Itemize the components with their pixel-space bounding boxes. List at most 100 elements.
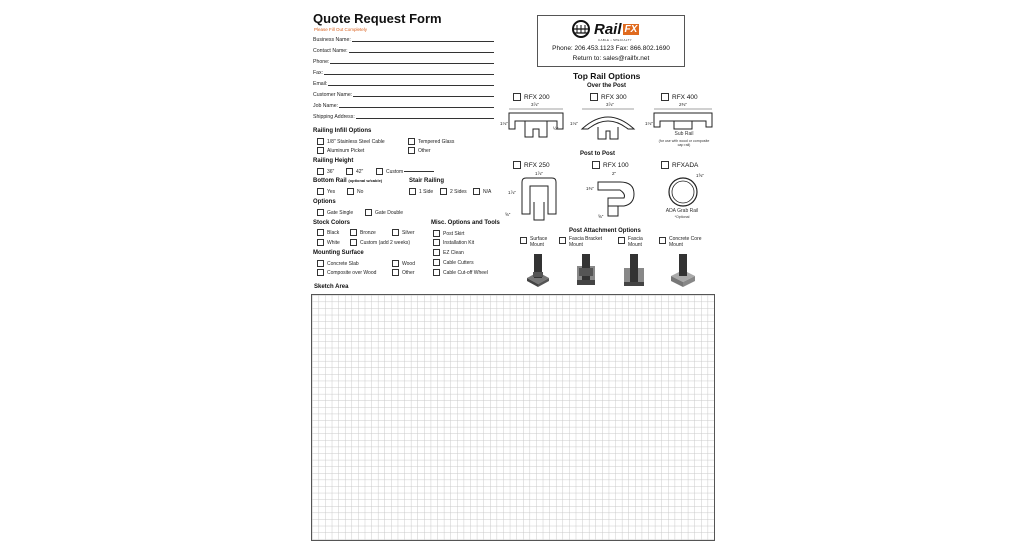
rfx200-height-dim: 1⅛" [500, 121, 508, 126]
mount-concrete-checkbox[interactable]: Concrete Slab [317, 260, 359, 267]
misc-ez-clean-checkbox[interactable]: EZ Clean [433, 249, 464, 256]
field-label: Contact Name: [313, 48, 348, 54]
surface-mount-illustration [527, 254, 549, 287]
height-custom-checkbox[interactable]: Custom [376, 168, 435, 175]
attach-concrete-core-checkbox[interactable]: Concrete Core Mount [659, 236, 713, 248]
bottom-rail-yes-checkbox[interactable]: Yes [317, 188, 335, 195]
rfx100-profile-drawing [597, 181, 635, 217]
rfx100-height-dim: 1⅜" [586, 186, 594, 191]
railfx-logo: Rail FX [570, 20, 640, 38]
color-bronze-checkbox[interactable]: Bronze [350, 229, 376, 236]
attach-fascia-checkbox[interactable]: Fascia Mount [618, 236, 650, 248]
field-label: Job Name: [313, 103, 339, 109]
sketch-grid[interactable] [311, 294, 715, 541]
company-phone: Phone: 206.453.1123 Fax: 866.802.1690 [552, 45, 670, 52]
stair-2sides-checkbox[interactable]: 2 Sides [440, 188, 467, 195]
color-black-checkbox[interactable]: Black [317, 229, 339, 236]
field-label: Business Name: [313, 37, 351, 43]
rail-rfxada-checkbox[interactable]: RFXADA [661, 161, 698, 169]
rail-rfx300-checkbox[interactable]: RFX 300 [590, 93, 627, 101]
options-heading: Options [313, 199, 336, 205]
form-subtitle: Please Fill Out Completely [314, 27, 368, 32]
sketch-heading: Sketch Area [314, 284, 349, 290]
rail-rfx200-checkbox[interactable]: RFX 200 [513, 93, 550, 101]
rfx200-width-dim: 3⅞" [531, 102, 539, 107]
ada-label: ADA Grab Rail [665, 208, 699, 214]
over-post-label: Over the Post [587, 83, 627, 89]
rfx250-profile-drawing [521, 177, 557, 221]
mount-wood-checkbox[interactable]: Wood [392, 260, 415, 267]
field-label: Fax: [313, 70, 324, 76]
stair-1side-checkbox[interactable]: 1 Side [409, 188, 433, 195]
height-36-checkbox[interactable]: 36" [317, 168, 334, 175]
field-label: Shipping Address: [313, 114, 355, 120]
misc-heading: Misc. Options and Tools [431, 220, 500, 226]
email-field[interactable]: Email: [313, 77, 494, 87]
contact-name-field[interactable]: Contact Name: [313, 44, 494, 54]
mount-composite-checkbox[interactable]: Composite over Wood [317, 269, 376, 276]
height-42-checkbox[interactable]: 42" [346, 168, 363, 175]
attach-surface-checkbox[interactable]: Surface Mount [520, 236, 552, 248]
rfx250-height-dim: 1⅞" [508, 190, 516, 195]
infill-heading: Railing Infill Options [313, 128, 372, 134]
color-silver-checkbox[interactable]: Silver [392, 229, 415, 236]
infill-glass-checkbox[interactable]: Tempered Glass [408, 138, 454, 145]
ada-diameter-dim: 1⅝" [696, 173, 704, 178]
attachment-heading: Post Attachment Options [569, 228, 641, 234]
rfx100-width-dim: 2" [612, 171, 617, 176]
sub-rail-note: (for use with wood or composite cap rail… [658, 139, 710, 147]
misc-cable-cutters-checkbox[interactable]: Cable Cutters [433, 259, 474, 266]
color-white-checkbox[interactable]: White [317, 239, 340, 246]
mount-other-checkbox[interactable]: Other [392, 269, 415, 276]
fax-field[interactable]: Fax: [313, 66, 494, 76]
field-label: Email: [313, 81, 328, 87]
phone-field[interactable]: Phone: [313, 55, 494, 65]
rfx100-base-dim: ⅝" [598, 214, 604, 219]
shipping-address-field[interactable]: Shipping Address: [313, 110, 494, 120]
height-heading: Railing Height [313, 158, 354, 164]
misc-install-kit-checkbox[interactable]: Installation Kit [433, 239, 474, 246]
ada-profile-drawing [668, 177, 698, 207]
stair-heading: Stair Railing [409, 178, 445, 184]
rail-rfx100-checkbox[interactable]: RFX 100 [592, 161, 629, 169]
concrete-core-mount-illustration [671, 254, 695, 287]
mounting-heading: Mounting Surface [313, 250, 364, 256]
rfx300-height-dim: 1⅛" [570, 121, 578, 126]
color-custom-checkbox[interactable]: Custom (add 2 weeks) [350, 239, 410, 246]
rfx400-profile-drawing [653, 108, 713, 130]
company-return: Return to: sales@railfx.net [572, 55, 650, 62]
rfx400-height-dim: 1⅛" [645, 121, 653, 126]
top-rail-heading: Top Rail Options [573, 71, 641, 81]
rfx300-profile-drawing [580, 108, 636, 140]
infill-cable-checkbox[interactable]: 1/8" Stainless Steel Cable [317, 138, 385, 145]
gate-single-checkbox[interactable]: Gate Single [317, 209, 353, 216]
sub-rail-label: Sub Rail [674, 131, 694, 137]
job-name-field[interactable]: Job Name: [313, 99, 494, 109]
gate-double-checkbox[interactable]: Gate Double [365, 209, 403, 216]
bottom-rail-no-checkbox[interactable]: No [347, 188, 363, 195]
infill-other-checkbox[interactable]: Other [408, 147, 431, 154]
rfx250-base-dim: ⅝" [505, 212, 511, 217]
rfx200-side-dim: ½" [553, 126, 559, 131]
attach-fascia-bracket-checkbox[interactable]: Fascia Bracket Mount [559, 236, 613, 248]
field-label: Customer Name: [313, 92, 353, 98]
company-tagline: CABLE • SPECIALTY [598, 38, 632, 42]
rfx300-width-dim: 3⅞" [606, 102, 614, 107]
fascia-mount-illustration [624, 254, 644, 286]
rail-rfx400-checkbox[interactable]: RFX 400 [661, 93, 698, 101]
rfx200-profile-drawing [508, 108, 564, 138]
railfx-logo-icon [572, 20, 590, 38]
rail-rfx250-checkbox[interactable]: RFX 250 [513, 161, 550, 169]
customer-name-field[interactable]: Customer Name: [313, 88, 494, 98]
rfx400-width-dim: 2⅜" [679, 102, 687, 107]
colors-heading: Stock Colors [313, 220, 351, 226]
post-to-post-label: Post to Post [580, 151, 616, 157]
business-name-field[interactable]: Business Name: [313, 33, 494, 43]
infill-picket-checkbox[interactable]: Aluminum Picket [317, 147, 364, 154]
ada-note: *Optional [674, 215, 690, 219]
misc-post-skirt-checkbox[interactable]: Post Skirt [433, 230, 464, 237]
misc-cutoff-wheel-checkbox[interactable]: Cable Cut-off Wheel [433, 269, 488, 276]
rfx250-width-dim: 1⅞" [535, 171, 543, 176]
stair-na-checkbox[interactable]: N/A [473, 188, 491, 195]
form-title: Quote Request Form [313, 11, 442, 26]
